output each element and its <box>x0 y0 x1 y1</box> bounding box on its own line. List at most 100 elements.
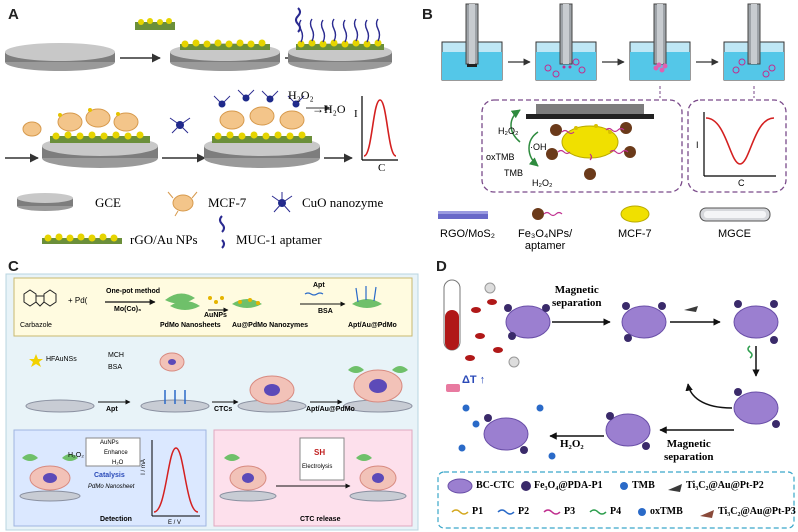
callout-curve-box <box>687 99 787 193</box>
delta-t-label: ΔT ↑ <box>462 374 486 386</box>
oxtmb-label: oxTMB <box>486 152 515 162</box>
legend-p1-label: P1 <box>472 506 484 517</box>
gce-disk-1 <box>5 43 115 71</box>
legend-mcf7b-label: MCF-7 <box>618 228 652 240</box>
panel-b-scheme <box>438 3 787 223</box>
mag-sep-2-label: Magnetic separation <box>664 438 714 463</box>
legend-ti3c2-p2-icon <box>668 484 682 492</box>
legend-cuo-label: CuO nanozyme <box>302 195 384 210</box>
legend-gce-label: GCE <box>95 195 121 210</box>
legend-mgce-label: MGCE <box>718 228 751 240</box>
beaker-4 <box>723 3 785 81</box>
apt-au-pdmo2-label: Apt/Au@PdMo <box>306 406 355 413</box>
moco-label: Mo(Co)₆ <box>114 306 142 313</box>
au-pdmo-label: Au@PdMo Nanozymes <box>232 322 309 329</box>
gce-disk-4 <box>42 108 158 168</box>
bsa2-label: BSA <box>108 364 123 371</box>
mcf7-cell-b <box>561 124 619 159</box>
legend-p4-label: P4 <box>610 506 622 517</box>
cv-axis-y: I / mA <box>140 459 147 475</box>
detection-label: Detection <box>100 516 132 523</box>
electrode-plates-row2 <box>25 399 413 413</box>
ctc-cell-4 <box>733 391 779 425</box>
ctc-cell-5 <box>605 413 651 447</box>
ctc-cell-1 <box>505 305 551 339</box>
ctc-cell-2 <box>621 305 667 339</box>
ctcs-label: CTCs <box>214 406 233 413</box>
panel-c-label: C <box>8 258 19 275</box>
legend-mgce-icon <box>699 207 771 222</box>
c-cv-plot <box>151 440 200 517</box>
legend-tmb-label: TMB <box>632 480 655 491</box>
panel-b-plot <box>703 112 776 177</box>
ctc-release-label: CTC release <box>300 516 341 523</box>
laser-icon <box>446 384 460 392</box>
pdmo-nanosheets-label: PdMo Nanosheets <box>160 322 221 329</box>
h2o2-label: H₂O₂ <box>288 88 314 102</box>
h2o2-bottom-label: H₂O₂ <box>532 178 553 188</box>
synthesis-box <box>13 277 413 337</box>
legend-oxtmb-icon <box>638 508 646 516</box>
legend-rgo-label: rGO/Au NPs <box>130 232 198 247</box>
legend-oxtmb-label: oxTMB <box>650 506 683 517</box>
panel-c: C <box>0 258 425 532</box>
blood-tube-icon <box>443 279 461 351</box>
mcf7-cell-floating <box>22 121 42 137</box>
legend-ti3c2-p2-label: Ti₃C₂@Au@Pt-P2 <box>686 480 764 491</box>
ctc-cell-6 <box>483 417 529 451</box>
gce-disk-5 <box>204 89 320 168</box>
legend-ti3c2-p3-label: Ti₃C₂@Au@Pt-P3 <box>718 506 796 517</box>
legend-fe3o4-label: Fe₃O₄NPs/ aptamer <box>518 228 573 252</box>
panel-d-label: D <box>436 258 447 275</box>
h2o2-d-label: H₂O₂ <box>560 438 584 450</box>
apt-au-pdmo <box>352 299 382 308</box>
mch-label: MCH <box>108 352 124 359</box>
legend-rgo-au-icon <box>42 233 122 244</box>
one-pot-label: One-pot method <box>106 288 161 295</box>
tmb-label: TMB <box>504 168 523 178</box>
legend-p1-icon <box>451 509 469 515</box>
h2o2-top-label: H₂O₂ <box>498 126 519 136</box>
legend-gce-icon <box>17 193 73 211</box>
legend-p3-icon <box>543 509 561 515</box>
panel-d-scheme <box>437 279 795 529</box>
h2o-c-label: H₂O <box>112 460 124 466</box>
fe3o4-particles <box>546 122 636 180</box>
enhance-label: Enhance <box>104 450 128 456</box>
gce-disk-2 <box>170 39 280 71</box>
apt2-label: Apt <box>106 406 118 413</box>
b-axis-i: I <box>696 140 699 150</box>
legend-rgo-mos2-icon <box>438 211 488 219</box>
hfaunss-label: HFAuNSs <box>46 356 77 363</box>
cv-axis-x: E / V <box>168 520 182 526</box>
panel-a: A <box>0 0 400 255</box>
pdmo-nanosheets <box>165 293 200 310</box>
legend-fe3o4-pda-icon <box>521 481 531 491</box>
carbazole-structure <box>23 289 57 307</box>
axis-c-label: C <box>378 162 386 174</box>
h2o-label: →H₂O <box>312 102 346 116</box>
panel-c-scheme <box>5 273 419 531</box>
aunps-label: AuNPs <box>204 312 227 319</box>
sh-label: SH <box>314 448 326 457</box>
oh-label: ·OH <box>530 142 547 152</box>
aunps2-label: AuNPs <box>100 440 119 446</box>
apt-au-pdmo-label: Apt/Au@PdMo <box>348 322 397 329</box>
legend-aptamer-icon <box>219 215 225 249</box>
bsa-label: BSA <box>318 308 333 315</box>
cuo-nanozyme-floating <box>169 117 191 134</box>
callout-detection-box <box>481 99 683 193</box>
legend-bc-ctc-icon <box>447 478 473 494</box>
legend-mcf7-label: MCF-7 <box>208 195 247 210</box>
panel-b-label: B <box>422 6 433 23</box>
beaker-3 <box>629 3 691 81</box>
ctc-cell-3 <box>733 305 779 339</box>
mag-sep-1-label: Magnetic separation <box>552 284 602 309</box>
pd-label: + Pd( <box>68 296 88 305</box>
apt-label: Apt <box>313 282 325 289</box>
legend-p3-label: P3 <box>564 506 576 517</box>
panel-a-plot <box>361 96 398 161</box>
panel-d: D <box>432 258 798 532</box>
legend-p2-icon <box>497 509 515 515</box>
legend-ti3c2-p3-icon <box>700 510 714 518</box>
